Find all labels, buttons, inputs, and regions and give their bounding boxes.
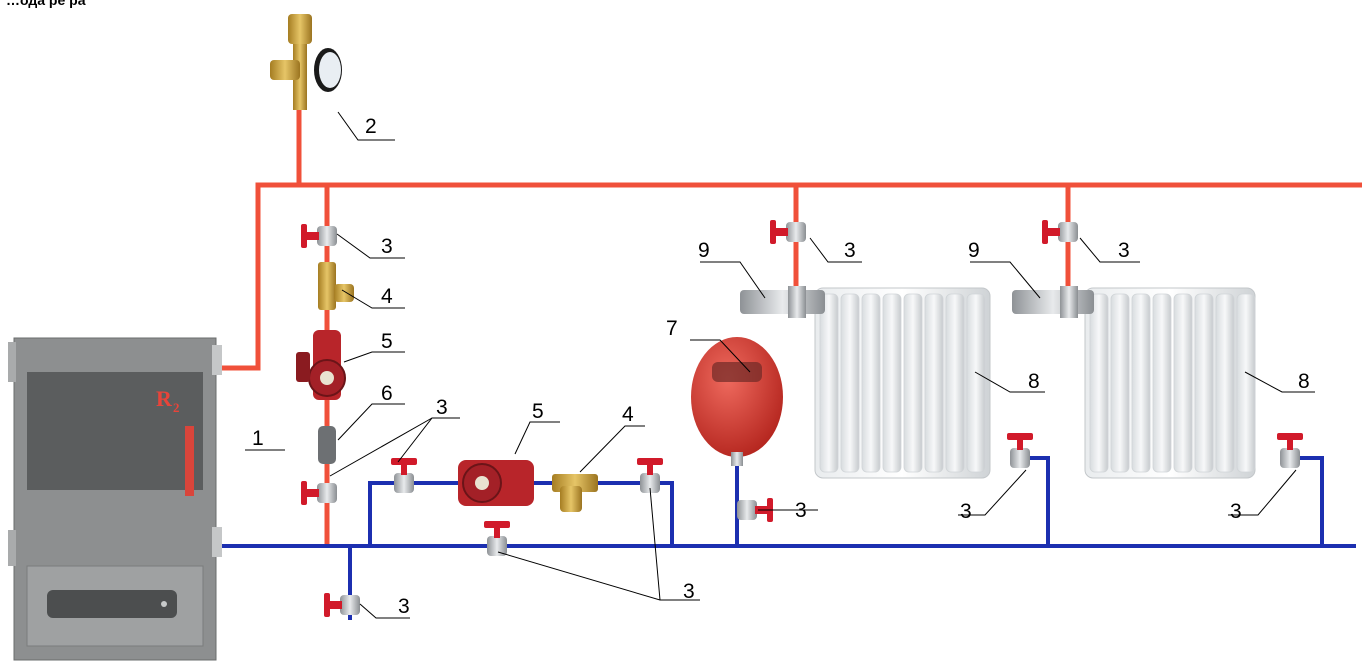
- ball-valve: [770, 220, 806, 244]
- label-3-drain: 3: [398, 595, 410, 618]
- label-8-left: 8: [1028, 370, 1040, 393]
- mesh-filter-bypass: [552, 474, 598, 512]
- label-8-right: 8: [1298, 370, 1310, 393]
- ash-door: [47, 590, 177, 618]
- label-3-rad2-supply: 3: [1118, 239, 1130, 262]
- label-3-bottom: 3: [683, 580, 695, 603]
- label-2: 2: [365, 115, 377, 138]
- caption-text: …ода ре ра: [6, 0, 86, 8]
- ball-valve: [391, 458, 417, 493]
- return-pipes: [220, 456, 1356, 620]
- ball-valve: [1277, 433, 1303, 468]
- label-3-tank-valve: 3: [795, 499, 807, 522]
- label-3-rad2-return: 3: [1230, 500, 1242, 523]
- thermostatic-valve-2: [1012, 286, 1094, 318]
- circulation-pump-vertical: [296, 330, 346, 400]
- ball-valve: [637, 458, 663, 493]
- label-4-filter: 4: [381, 285, 393, 308]
- boiler-handle: [185, 426, 194, 496]
- label-9-right: 9: [968, 239, 980, 262]
- radiator-1: [814, 287, 991, 479]
- solid-fuel-boiler: R 2: [8, 337, 222, 661]
- label-3-rad1-return: 3: [960, 500, 972, 523]
- label-6-check-valve: 6: [381, 382, 393, 405]
- mesh-filter-vertical: [318, 262, 354, 310]
- label-3-rad1-supply: 3: [844, 239, 856, 262]
- thermostatic-valve-1: [740, 286, 825, 318]
- expansion-tank: [691, 337, 783, 466]
- label-4-bypass-filter: 4: [622, 403, 634, 426]
- boiler-logo: R: [156, 386, 173, 411]
- label-7-tank: 7: [666, 317, 678, 340]
- circulation-pump-bypass: [458, 460, 534, 506]
- ball-valve: [484, 521, 510, 556]
- label-3-bypass: 3: [436, 396, 448, 419]
- ball-valves: [301, 220, 1303, 617]
- radiator-2: [1084, 287, 1256, 479]
- leader-lines: [245, 111, 1315, 619]
- ball-valve: [1007, 433, 1033, 468]
- safety-group: [270, 14, 342, 110]
- ball-valve: [301, 481, 337, 505]
- label-1-boiler: 1: [252, 427, 264, 450]
- label-3-supply-valve: 3: [381, 235, 393, 258]
- ball-valve: [1042, 220, 1078, 244]
- check-valve: [318, 426, 336, 464]
- label-5-bypass-pump: 5: [532, 400, 544, 423]
- label-5-pump: 5: [381, 330, 393, 353]
- ball-valve: [324, 593, 360, 617]
- boiler-logo-sub: 2: [173, 400, 180, 415]
- callout-labels: 2 3 4 5 6 1 3 5 4 7 3 9 3 9 3 8 8 3 3 3 …: [252, 115, 1310, 618]
- boiler-door: [27, 372, 203, 490]
- ball-valve: [301, 224, 337, 248]
- label-9-left: 9: [698, 239, 710, 262]
